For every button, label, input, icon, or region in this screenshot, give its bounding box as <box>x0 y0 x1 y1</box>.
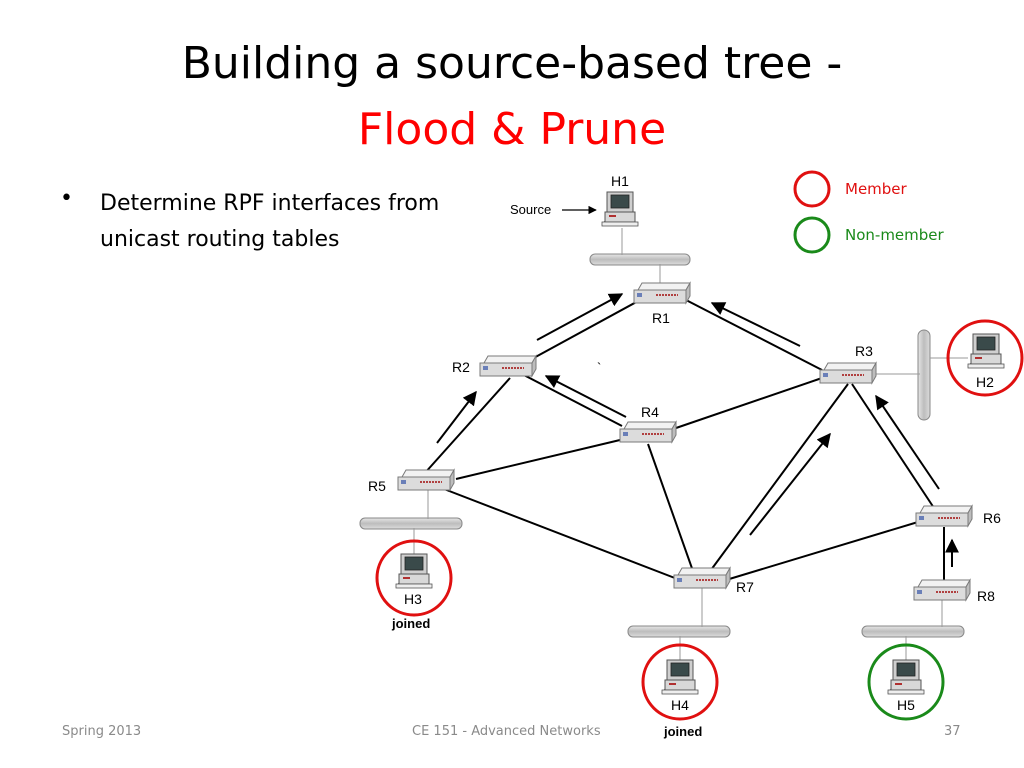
host-h1 <box>601 191 639 227</box>
slide-title-line1: Building a source-based tree - <box>181 38 843 89</box>
router-r8 <box>913 579 971 601</box>
label-r1: R1 <box>652 310 670 326</box>
joined-label-h3: joined <box>391 616 430 631</box>
drop-lines <box>413 228 968 660</box>
router-r4 <box>619 421 677 443</box>
lan-bus-h5 <box>861 625 965 638</box>
lan-bus-h3 <box>359 517 463 530</box>
router-r3 <box>819 362 877 384</box>
legend-member-label: Member <box>845 180 908 198</box>
member-circle-h2 <box>946 319 1024 397</box>
footer-course: CE 151 - Advanced Networks <box>412 724 601 739</box>
host-h4 <box>661 659 699 695</box>
links <box>423 299 945 585</box>
member-circle-h3 <box>375 539 453 617</box>
joined-label-h4: joined <box>663 724 702 739</box>
label-h4: H4 <box>671 697 689 713</box>
label-h2: H2 <box>976 374 994 390</box>
label-r6: R6 <box>983 510 1001 526</box>
bullet-dot: • <box>60 186 73 211</box>
label-h5: H5 <box>897 697 915 713</box>
router-r1 <box>633 282 691 304</box>
footer-date: Spring 2013 <box>62 724 142 739</box>
host-h3 <box>395 553 433 589</box>
slide-title-line2: Flood & Prune <box>357 104 667 155</box>
host-h2 <box>967 333 1005 369</box>
legend-non-member-label: Non-member <box>845 226 945 244</box>
stray-mark: ` <box>597 360 601 375</box>
label-r3: R3 <box>855 343 873 359</box>
host-h5 <box>887 659 925 695</box>
legend-non-member-circle <box>793 216 831 254</box>
label-r4: R4 <box>641 404 659 420</box>
lan-bus-h2 <box>917 329 931 421</box>
lan-bus-h4 <box>627 625 731 638</box>
lan-bus-h1 <box>589 253 691 266</box>
non-member-circle-h5 <box>867 643 945 721</box>
source-label: Source <box>510 202 551 217</box>
label-r7: R7 <box>736 579 754 595</box>
router-r5 <box>397 469 455 491</box>
label-r2: R2 <box>452 359 470 375</box>
flood-arrows <box>436 205 959 567</box>
label-r5: R5 <box>368 478 386 494</box>
router-r2 <box>479 355 537 377</box>
legend-member-circle <box>793 170 831 208</box>
label-h3: H3 <box>404 591 422 607</box>
router-r6 <box>915 505 973 527</box>
router-r7 <box>673 567 731 589</box>
label-h1: H1 <box>611 173 629 189</box>
bullet-text: Determine RPF interfaces from unicast ro… <box>100 191 440 252</box>
footer-page-number: 37 <box>944 724 961 739</box>
member-circle-h4 <box>641 643 719 721</box>
label-r8: R8 <box>977 588 995 604</box>
